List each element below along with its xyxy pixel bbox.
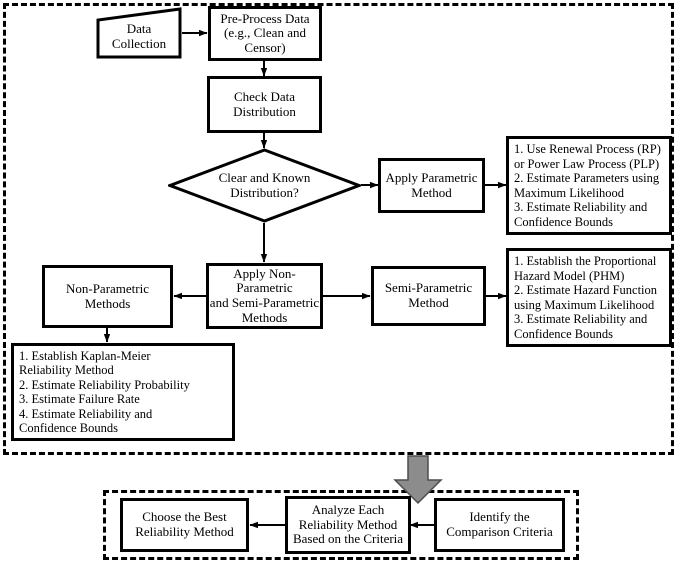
node-analyze-each-reliability-method[interactable]: Analyze Each Reliability Method Based on…: [285, 496, 411, 554]
node-non-parametric-methods-label: Non-Parametric Methods: [65, 280, 150, 311]
node-choose-best-reliability-method[interactable]: Choose the Best Reliability Method: [120, 498, 249, 552]
node-pre-process-data[interactable]: Pre-Process Data (e.g., Clean and Censor…: [208, 6, 322, 61]
node-non-parametric-steps-label: 1. Establish Kaplan-Meier Reliability Me…: [19, 348, 190, 436]
node-data-collection[interactable]: Data Collection: [96, 7, 182, 59]
node-semi-parametric-method[interactable]: Semi-Parametric Method: [371, 266, 486, 326]
node-parametric-steps[interactable]: 1. Use Renewal Process (RP) or Power Law…: [506, 136, 672, 235]
node-non-parametric-steps[interactable]: 1. Establish Kaplan-Meier Reliability Me…: [11, 343, 235, 441]
node-apply-parametric-method[interactable]: Apply Parametric Method: [378, 158, 485, 213]
node-decision-clear-known-distribution[interactable]: Clear and Known Distribution?: [165, 148, 364, 223]
method-comparison-region: [103, 490, 579, 560]
node-apply-non-and-semi-parametric-methods[interactable]: Apply Non-Parametric and Semi-Parametric…: [206, 263, 323, 329]
node-check-data-distribution-label: Check Data Distribution: [233, 88, 296, 119]
node-apply-parametric-method-label: Apply Parametric Method: [385, 169, 478, 200]
node-decision-label: Clear and Known Distribution?: [218, 169, 311, 200]
node-analyze-each-reliability-method-label: Analyze Each Reliability Method Based on…: [292, 502, 404, 547]
node-semi-parametric-method-label: Semi-Parametric Method: [384, 280, 473, 310]
node-data-collection-label: Data Collection: [111, 21, 167, 51]
node-semi-parametric-steps-label: 1. Establish the Proportional Hazard Mod…: [514, 254, 658, 341]
node-check-data-distribution[interactable]: Check Data Distribution: [207, 76, 322, 133]
node-identify-comparison-criteria-label: Identify the Comparison Criteria: [446, 509, 553, 539]
node-non-parametric-methods[interactable]: Non-Parametric Methods: [42, 265, 173, 328]
node-identify-comparison-criteria[interactable]: Identify the Comparison Criteria: [434, 498, 565, 552]
diamond-shape: [165, 148, 364, 223]
node-choose-best-reliability-method-label: Choose the Best Reliability Method: [135, 509, 234, 539]
node-pre-process-data-label: Pre-Process Data (e.g., Clean and Censor…: [220, 10, 310, 55]
method-estimation-region: [3, 3, 674, 455]
node-parametric-steps-label: 1. Use Renewal Process (RP) or Power Law…: [514, 142, 661, 229]
node-apply-non-and-semi-parametric-methods-label: Apply Non-Parametric and Semi-Parametric…: [209, 265, 320, 325]
node-semi-parametric-steps[interactable]: 1. Establish the Proportional Hazard Mod…: [506, 248, 672, 347]
trapezoid-shape: [96, 7, 182, 59]
